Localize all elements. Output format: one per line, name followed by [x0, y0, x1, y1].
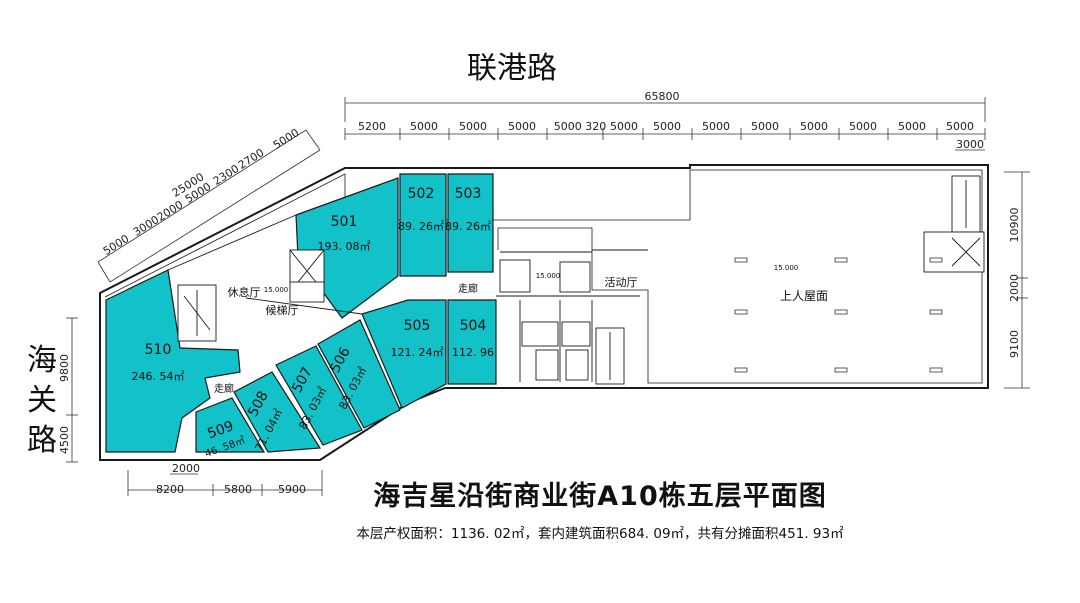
top-segment-dim-texts: 5200 5000 5000 5000 5000 320 5000 5000 5…	[358, 120, 984, 151]
dim-top-3: 5000	[459, 120, 487, 133]
unit-502-area: 89. 26㎡	[398, 220, 444, 233]
elevator-core	[289, 249, 325, 303]
room-labels: 休息厅 15.000 候梯厅 走廊 走廊 15.000 活动厅 15.000 上…	[214, 264, 828, 395]
unit-501-number: 501	[331, 214, 358, 230]
dim-diag-7: 5000	[271, 126, 302, 152]
units-fill	[105, 173, 497, 453]
dim-bottom-3: 5900	[278, 483, 306, 496]
bottom-dimension	[127, 470, 323, 496]
street-west-char-1: 海	[27, 343, 57, 378]
unit-504-shape	[447, 299, 497, 385]
stair-core-south	[595, 327, 625, 385]
label-activity: 活动厅	[605, 276, 638, 289]
street-north-label: 联港路	[467, 51, 557, 86]
unit-503-number: 503	[455, 186, 482, 202]
roof-markers	[734, 257, 943, 373]
dim-bottom-small: 2000	[172, 462, 200, 475]
unit-502-shape	[399, 173, 447, 277]
left-vertical-dimension	[66, 317, 78, 463]
dim-right-3: 9100	[1008, 330, 1021, 358]
label-roof: 上人屋面	[780, 289, 828, 303]
unit-508-shape	[233, 371, 322, 453]
dim-top-2: 5000	[410, 120, 438, 133]
dim-bottom-1: 8200	[156, 483, 184, 496]
dim-top-13: 5000	[946, 120, 974, 133]
stair-core-west	[177, 284, 217, 342]
label-corridor-east: 走廊	[458, 282, 478, 295]
street-west-char-2: 关	[27, 383, 57, 418]
label-lounge: 休息厅	[228, 285, 261, 299]
dim-top-8: 5000	[702, 120, 730, 133]
dim-right-1: 10900	[1008, 208, 1021, 243]
unit-507-shape	[275, 345, 363, 446]
dim-diag-5: 2300	[211, 162, 242, 188]
unit-505-number: 505	[404, 318, 431, 334]
unit-510-shape	[105, 269, 241, 453]
unit-509-shape	[195, 397, 266, 453]
dim-top-7: 5000	[653, 120, 681, 133]
dim-top-11: 5000	[849, 120, 877, 133]
area-summary: 本层产权面积：1136. 02㎡，套内建筑面积684. 09㎡，共有分摊面积45…	[356, 526, 844, 542]
dim-top-9: 5000	[751, 120, 779, 133]
stair-core-east	[923, 175, 985, 273]
dim-top-6: 5000	[610, 120, 638, 133]
dim-top-1: 5200	[358, 120, 386, 133]
label-elevator-hall: 候梯厅	[266, 303, 299, 317]
dim-diag-6: 2700	[236, 146, 267, 172]
top-segment-dimension	[344, 128, 986, 151]
unit-503-shape	[447, 173, 494, 273]
dim-top-5: 5000 320	[554, 120, 607, 133]
dim-left-2: 4500	[58, 426, 71, 454]
top-overall-dimension	[344, 97, 986, 122]
label-corridor-west: 走廊	[214, 382, 234, 395]
right-vertical-dimension	[1004, 171, 1030, 389]
label-level-3: 15.000	[774, 264, 799, 272]
unit-505-area: 121. 24㎡	[391, 346, 444, 359]
unit-501-area: 193. 08㎡	[318, 240, 371, 253]
unit-504-number: 504	[460, 318, 487, 334]
unit-505-shape	[361, 299, 447, 409]
dim-top-12: 5000	[898, 120, 926, 133]
diagonal-dimension-lines	[97, 129, 321, 283]
dim-bottom-2: 5800	[224, 483, 252, 496]
unit-503-area: 89. 26㎡	[445, 220, 491, 233]
unit-502-number: 502	[408, 186, 435, 202]
label-level-2: 15.000	[536, 272, 561, 280]
plan-title: 海吉星沿街商业街A10栋五层平面图	[373, 481, 827, 512]
street-west-char-3: 路	[27, 423, 57, 458]
interior-partitions	[167, 214, 648, 382]
unit-506-shape	[317, 319, 401, 429]
dim-top-small: 3000	[956, 138, 984, 151]
dim-diag-3: 2000	[155, 198, 186, 224]
unit-510-area: 246. 54㎡	[132, 370, 185, 383]
unit-504-area: 112. 96	[452, 346, 494, 359]
unit-510-number: 510	[145, 342, 172, 358]
top-overall-dim-text: 65800	[645, 90, 680, 103]
label-level-1: 15.000	[264, 286, 289, 294]
dim-top-4: 5000	[508, 120, 536, 133]
dim-right-2: 2000	[1008, 274, 1021, 302]
dim-diag-1: 5000	[101, 232, 132, 258]
dim-top-10: 5000	[800, 120, 828, 133]
dim-left-1: 9800	[58, 354, 71, 382]
